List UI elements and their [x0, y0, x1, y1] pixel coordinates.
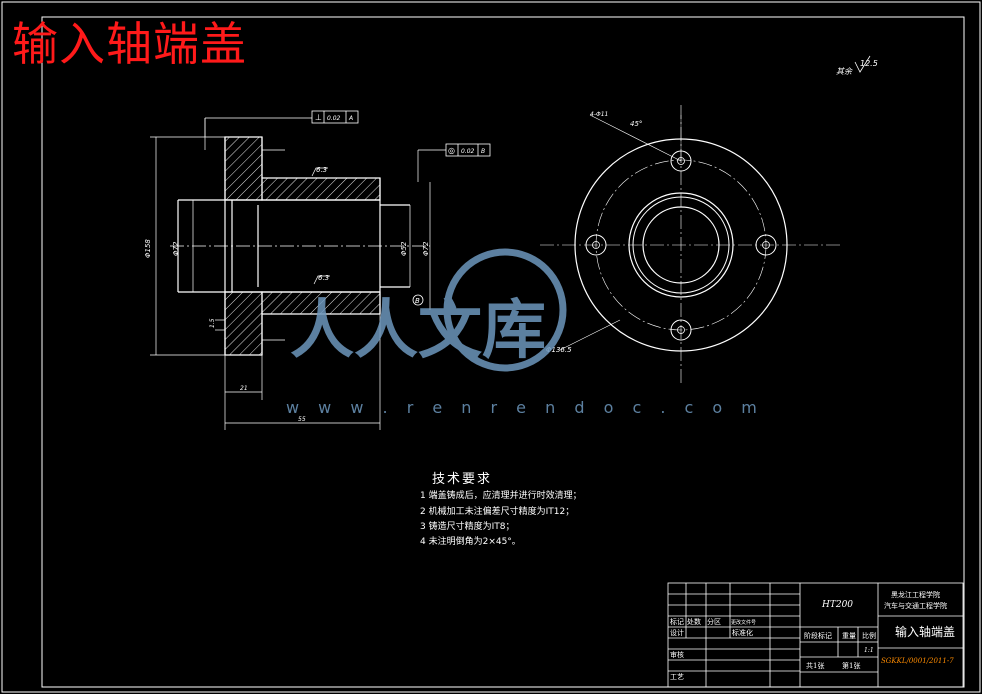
svg-text:黑龙江工程学院: 黑龙江工程学院 [891, 590, 940, 599]
tech-requirement-item: 4 未注明倒角为2×45°。 [420, 537, 521, 547]
surface-mark-2: 6.3 [313, 274, 330, 285]
body-upper-section [261, 177, 381, 201]
svg-text:12.5: 12.5 [860, 59, 878, 68]
svg-text:设计: 设计 [670, 628, 684, 637]
svg-text:0.02: 0.02 [327, 115, 341, 122]
dim-chamfer: 1.5 [209, 318, 216, 328]
svg-text:处数: 处数 [687, 617, 701, 626]
title-block-text: HT200 黑龙江工程学院 汽车与交通工程学院 输入轴端盖 SGKKL/0001… [670, 590, 955, 681]
tolerance-frame-concentricity: ◎ 0.02 B [445, 143, 491, 157]
svg-text:标记: 标记 [670, 617, 684, 626]
tech-requirement-item: 3 铸造尺寸精度为IT8； [420, 522, 515, 532]
flange-upper-section [224, 136, 263, 201]
datum-b-circle [412, 294, 424, 306]
surface-mark-1: 6.3 [311, 166, 328, 177]
svg-text:0.02: 0.02 [461, 148, 475, 155]
front-view [540, 105, 840, 385]
svg-text:1:1: 1:1 [864, 647, 874, 654]
svg-text:汽车与交通工程学院: 汽车与交通工程学院 [884, 601, 947, 610]
svg-text:人人文库: 人人文库 [290, 294, 546, 368]
svg-text:◎: ◎ [448, 146, 455, 155]
dim-bore-right: Φ52 [400, 241, 408, 256]
svg-text:6.3: 6.3 [318, 274, 329, 282]
drawing-title-banner: 输入轴端盖 [12, 17, 247, 71]
dim-angle: 45° [630, 120, 642, 128]
svg-text:阶段标记: 阶段标记 [804, 631, 832, 640]
svg-text:共1张: 共1张 [806, 661, 824, 670]
svg-text:HT200: HT200 [821, 600, 853, 610]
dim-overall-height: Φ158 [144, 239, 152, 258]
svg-text:工艺: 工艺 [670, 673, 684, 681]
svg-text:更改文件号: 更改文件号 [731, 619, 756, 626]
tech-requirements-heading: 技术要求 [432, 472, 493, 487]
svg-text:重量: 重量 [842, 632, 856, 640]
tolerance-frame-perpendicularity: ⊥ 0.02 A [311, 110, 359, 124]
svg-text:标准化: 标准化 [732, 628, 753, 637]
svg-text:输入轴端盖: 输入轴端盖 [895, 624, 955, 639]
inner-frame [41, 16, 965, 688]
dim-flange-width: 21 [240, 385, 248, 392]
svg-text:B: B [415, 297, 420, 305]
dim-holes: 4-Φ11 [590, 111, 608, 118]
dim-bolt-circle: Φ136.5 [546, 346, 572, 354]
svg-text:A: A [348, 115, 353, 122]
dim-outer-right: Φ72 [422, 241, 430, 256]
svg-text:分区: 分区 [707, 617, 721, 626]
dim-total-length: 55 [298, 416, 306, 423]
svg-text:B: B [481, 148, 485, 155]
flange-lower-section [224, 291, 263, 356]
svg-text:审核: 审核 [670, 650, 684, 659]
watermark-url: w w w . r e n r e n d o c . c o m [286, 398, 764, 417]
svg-text:SGKKL/0001/2011-7: SGKKL/0001/2011-7 [881, 657, 954, 665]
svg-text:其余: 其余 [836, 67, 853, 76]
title-block [667, 582, 964, 688]
dim-bore-left: Φ72 [172, 241, 180, 256]
svg-text:比例: 比例 [862, 631, 876, 640]
tech-requirement-item: 2 机械加工未注偏差尺寸精度为IT12； [420, 507, 575, 517]
svg-text:⊥: ⊥ [315, 113, 322, 122]
svg-text:6.3: 6.3 [316, 166, 327, 174]
watermark-logo: 人人文库 [290, 248, 567, 372]
svg-text:第1张: 第1张 [842, 661, 860, 670]
tech-requirement-item: 1 端盖铸成后，应清理并进行时效清理； [420, 491, 582, 501]
roughness-note: 其余 12.5 [836, 55, 878, 76]
section-view: ⊥ 0.02 A ◎ 0.02 B 6.3 6.3 B Φ158 Φ72 Φ52… [144, 110, 491, 430]
